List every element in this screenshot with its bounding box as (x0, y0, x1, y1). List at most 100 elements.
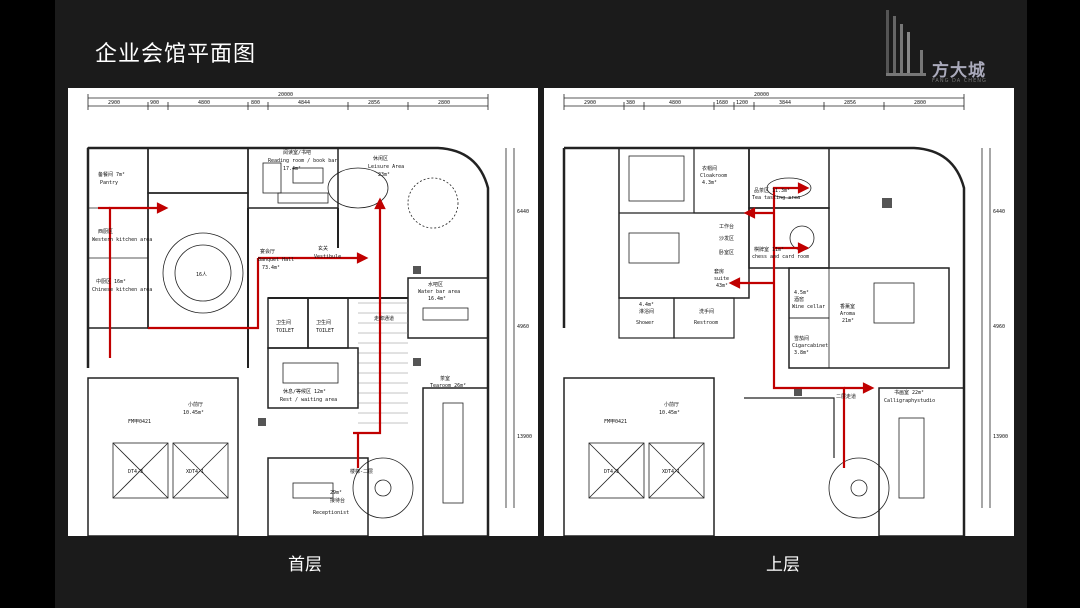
ground-floor-caption: 首层 (288, 555, 322, 575)
upper-dim-side-1: 6440 (993, 209, 1005, 215)
upper-calligraphy-en: Calligraphystudio (884, 398, 935, 404)
upper-restroom-cn: 洗手间 (699, 308, 714, 315)
room-western-cn: 西厨区 (98, 229, 113, 235)
room-waterbar-cn: 水吧区 (428, 281, 443, 288)
upper-dim-seg-5: 1200 (736, 100, 748, 106)
upper-floor-plan: 20000 2900 380 4800 1680 1200 3844 2856 … (544, 88, 1014, 536)
room-lobby-area: 10.45m² (183, 410, 204, 416)
upper-wine-cn: 酒窖 (794, 296, 804, 303)
upper-aroma-en: Aroma (840, 311, 855, 317)
room-toilet-1-cn: 卫生间 (276, 319, 291, 326)
room-toilet-2-cn: 卫生间 (316, 319, 331, 326)
upper-suite-en: suite (714, 276, 729, 282)
upper-landing: 二层走道 (836, 393, 856, 400)
upper-dim-seg-2: 380 (626, 100, 635, 106)
room-pantry-en: Pantry (100, 180, 118, 186)
upper-sofa: 沙发区 (719, 235, 734, 242)
room-chinese-cn: 中厨区 16m² (96, 278, 126, 285)
room-rest-cn: 休息/等候区 12m² (283, 388, 326, 395)
room-vestibule-en: Vestibule (314, 254, 341, 260)
upper-fm: FM甲0421 (604, 419, 627, 425)
room-toilet-1-en: TOILET (276, 328, 294, 334)
room-tearoom-en: Tearoom 26m² (430, 383, 466, 389)
room-stair: 楼梯-二层 (350, 468, 373, 475)
room-reading-area: 17.4m² (283, 166, 301, 172)
upper-cigar-cn: 雪茄间 (794, 335, 809, 342)
room-fm: FM甲0421 (128, 419, 151, 425)
room-toilet-2-en: TOILET (316, 328, 334, 334)
upper-shaft-2: XDT4-1 (662, 469, 680, 475)
room-banquet-area: 73.4m² (262, 265, 280, 271)
dim-seg-6: 2856 (368, 100, 380, 106)
upper-dim-seg-1: 2900 (584, 100, 596, 106)
upper-wine-area: 4.5m² (794, 290, 809, 296)
room-reception-cn: 接待台 (330, 497, 345, 504)
dim-seg-7: 2800 (438, 100, 450, 106)
upper-dim-side-3: 13900 (993, 434, 1008, 440)
room-leisure-area: 23m² (378, 172, 390, 178)
room-chinese-en: Chinese kitchen area (92, 287, 152, 293)
upper-aroma-area: 21m² (842, 318, 854, 324)
upper-dim-seg-4: 1680 (716, 100, 728, 106)
room-rest-en: Rest / waiting area (280, 397, 337, 403)
table-label: 16人 (196, 272, 207, 278)
room-lobby-cn: 小前厅 (188, 401, 203, 408)
upper-desk: 工作台 (719, 223, 734, 230)
upper-cigar-area: 3.8m² (794, 350, 809, 356)
upper-dim-seg-6: 3844 (779, 100, 791, 106)
dim-side-1: 6440 (517, 209, 529, 215)
room-pantry-cn: 备餐间 7m² (98, 171, 125, 178)
dim-total: 20000 (278, 92, 293, 98)
upper-dim-total: 20000 (754, 92, 769, 98)
upper-chess-cn: 棋牌室 11m² (754, 246, 784, 253)
shaft-2: XDT4-1 (186, 469, 204, 475)
room-waterbar-en: Water bar area (418, 289, 460, 295)
upper-dim-seg-3: 4800 (669, 100, 681, 106)
dim-side-3: 13900 (517, 434, 532, 440)
upper-chess-en: chess and card room (752, 254, 809, 260)
upper-dim-side-2: 4960 (993, 324, 1005, 330)
dim-seg-2: 900 (150, 100, 159, 106)
upper-suite-area: 43m² (716, 283, 728, 289)
room-corridor: 走廊通道 (374, 315, 394, 322)
upper-wine-en: Wine cellar (792, 304, 825, 310)
upper-shower-cn: 淋浴间 (639, 308, 654, 315)
upper-lobby-area: 10.45m² (659, 410, 680, 416)
room-vestibule-cn: 玄关 (318, 245, 328, 252)
page-title: 企业会馆平面图 (95, 42, 257, 67)
room-western-en: Western kitchen area (92, 237, 152, 243)
upper-dim-seg-7: 2856 (844, 100, 856, 106)
upper-cloakroom-area: 4.3m² (702, 180, 717, 186)
room-reading-en: Reading room / book bar (268, 158, 337, 164)
room-leisure-en: Leisure Area (368, 164, 404, 170)
upper-sleep: 卧室区 (719, 249, 734, 256)
upper-cloakroom-en: Cloakroom (700, 173, 727, 179)
room-reception-en: Receptionist (313, 510, 349, 516)
brand-name: 方大城 (932, 61, 986, 81)
upper-dim-seg-8: 2800 (914, 100, 926, 106)
dim-seg-5: 4844 (298, 100, 310, 106)
dim-seg-1: 2900 (108, 100, 120, 106)
upper-cigar-en: Cigarcabinet (792, 343, 828, 349)
room-tearoom-cn: 茶室 (440, 375, 450, 382)
upper-shaft-1: DT4-3 (604, 469, 619, 475)
dim-side-2: 4960 (517, 324, 529, 330)
dim-seg-4: 800 (251, 100, 260, 106)
room-leisure-cn: 休闲区 (373, 155, 388, 162)
room-waterbar-area: 16.4m² (428, 296, 446, 302)
upper-suite-cn: 套房 (714, 268, 724, 275)
upper-floor-caption: 上层 (766, 555, 800, 575)
upper-tea-en: Tea tasting area (752, 195, 800, 201)
shaft-1: DT4-3 (128, 469, 143, 475)
ground-floor-plan: 20000 2900 900 4800 800 4844 2856 2800 备… (68, 88, 538, 536)
upper-restroom-en: Restroom (694, 320, 718, 326)
upper-aroma-cn: 香薰室 (840, 303, 855, 310)
upper-shower-area: 4.4m² (639, 302, 654, 308)
upper-cloakroom-cn: 衣帽间 (702, 165, 717, 172)
upper-tea-cn: 品茶区 11.3m² (754, 187, 790, 194)
room-reception-area: 29m² (330, 490, 342, 496)
upper-lobby-cn: 小前厅 (664, 401, 679, 408)
brand-subtitle: FANG DA CHENG (932, 78, 987, 84)
dim-seg-3: 4800 (198, 100, 210, 106)
room-banquet-cn: 宴会厅 (260, 248, 275, 255)
